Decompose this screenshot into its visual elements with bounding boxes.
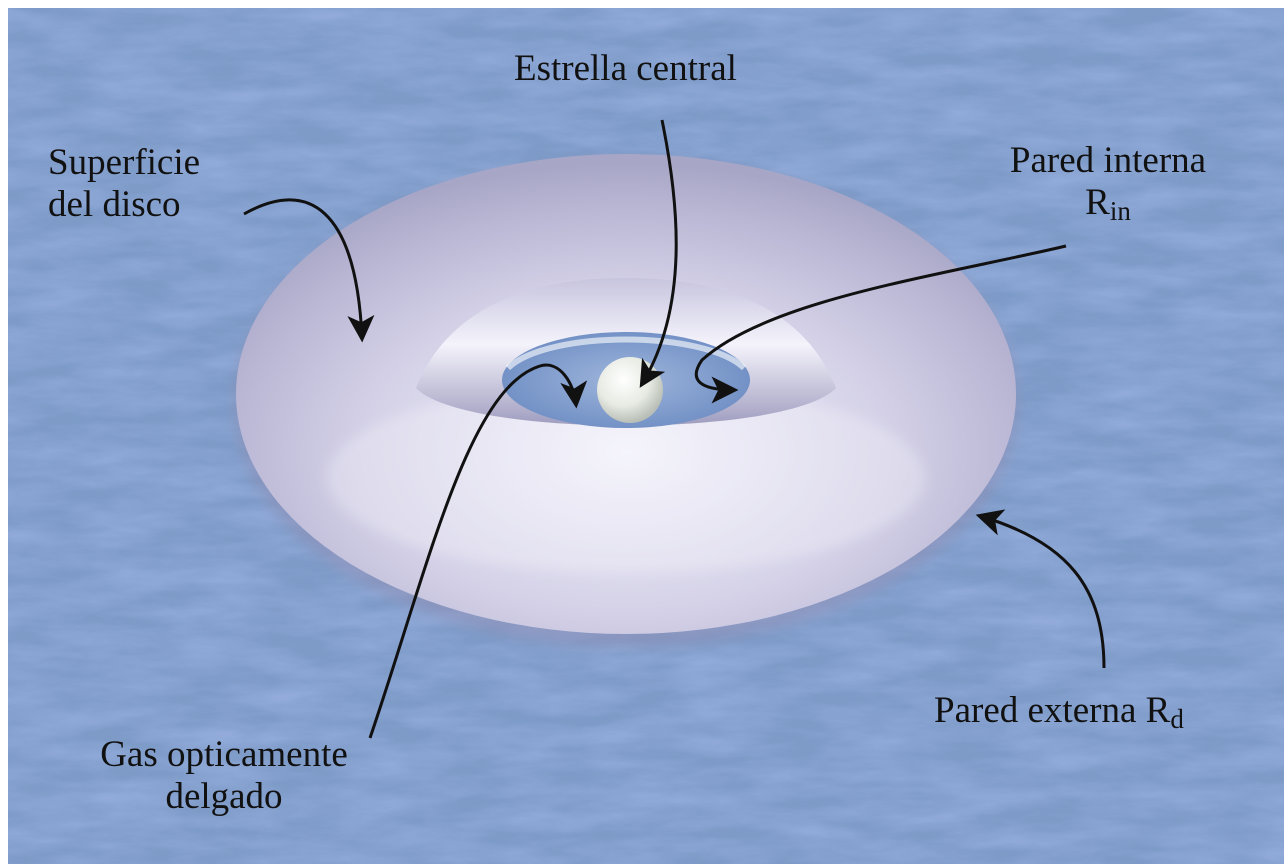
disk-surface-line1: Superficie (48, 142, 200, 184)
inner-wall-symbol: R (1085, 182, 1110, 223)
outer-wall-text: Pared externa (934, 690, 1146, 731)
inner-wall-line1: Pared interna (978, 140, 1238, 182)
inner-wall-radius: Rin (978, 182, 1238, 224)
thin-gas-label: Gas opticamente delgado (54, 734, 394, 818)
thin-gas-line2: delgado (54, 776, 394, 818)
thin-gas-line1: Gas opticamente (54, 734, 394, 776)
inner-wall-label: Pared interna Rin (978, 140, 1238, 224)
disk-surface-line2: del disco (48, 184, 200, 226)
outer-wall-symbol: R (1146, 690, 1171, 731)
outer-wall-subscript: d (1170, 704, 1184, 734)
central-star-text: Estrella central (514, 48, 737, 89)
inner-wall-subscript: in (1110, 196, 1131, 226)
central-star-label: Estrella central (514, 48, 737, 90)
outer-wall-label: Pared externa Rd (934, 690, 1184, 732)
central-star (597, 357, 663, 423)
disk-surface-label: Superficie del disco (48, 142, 200, 226)
